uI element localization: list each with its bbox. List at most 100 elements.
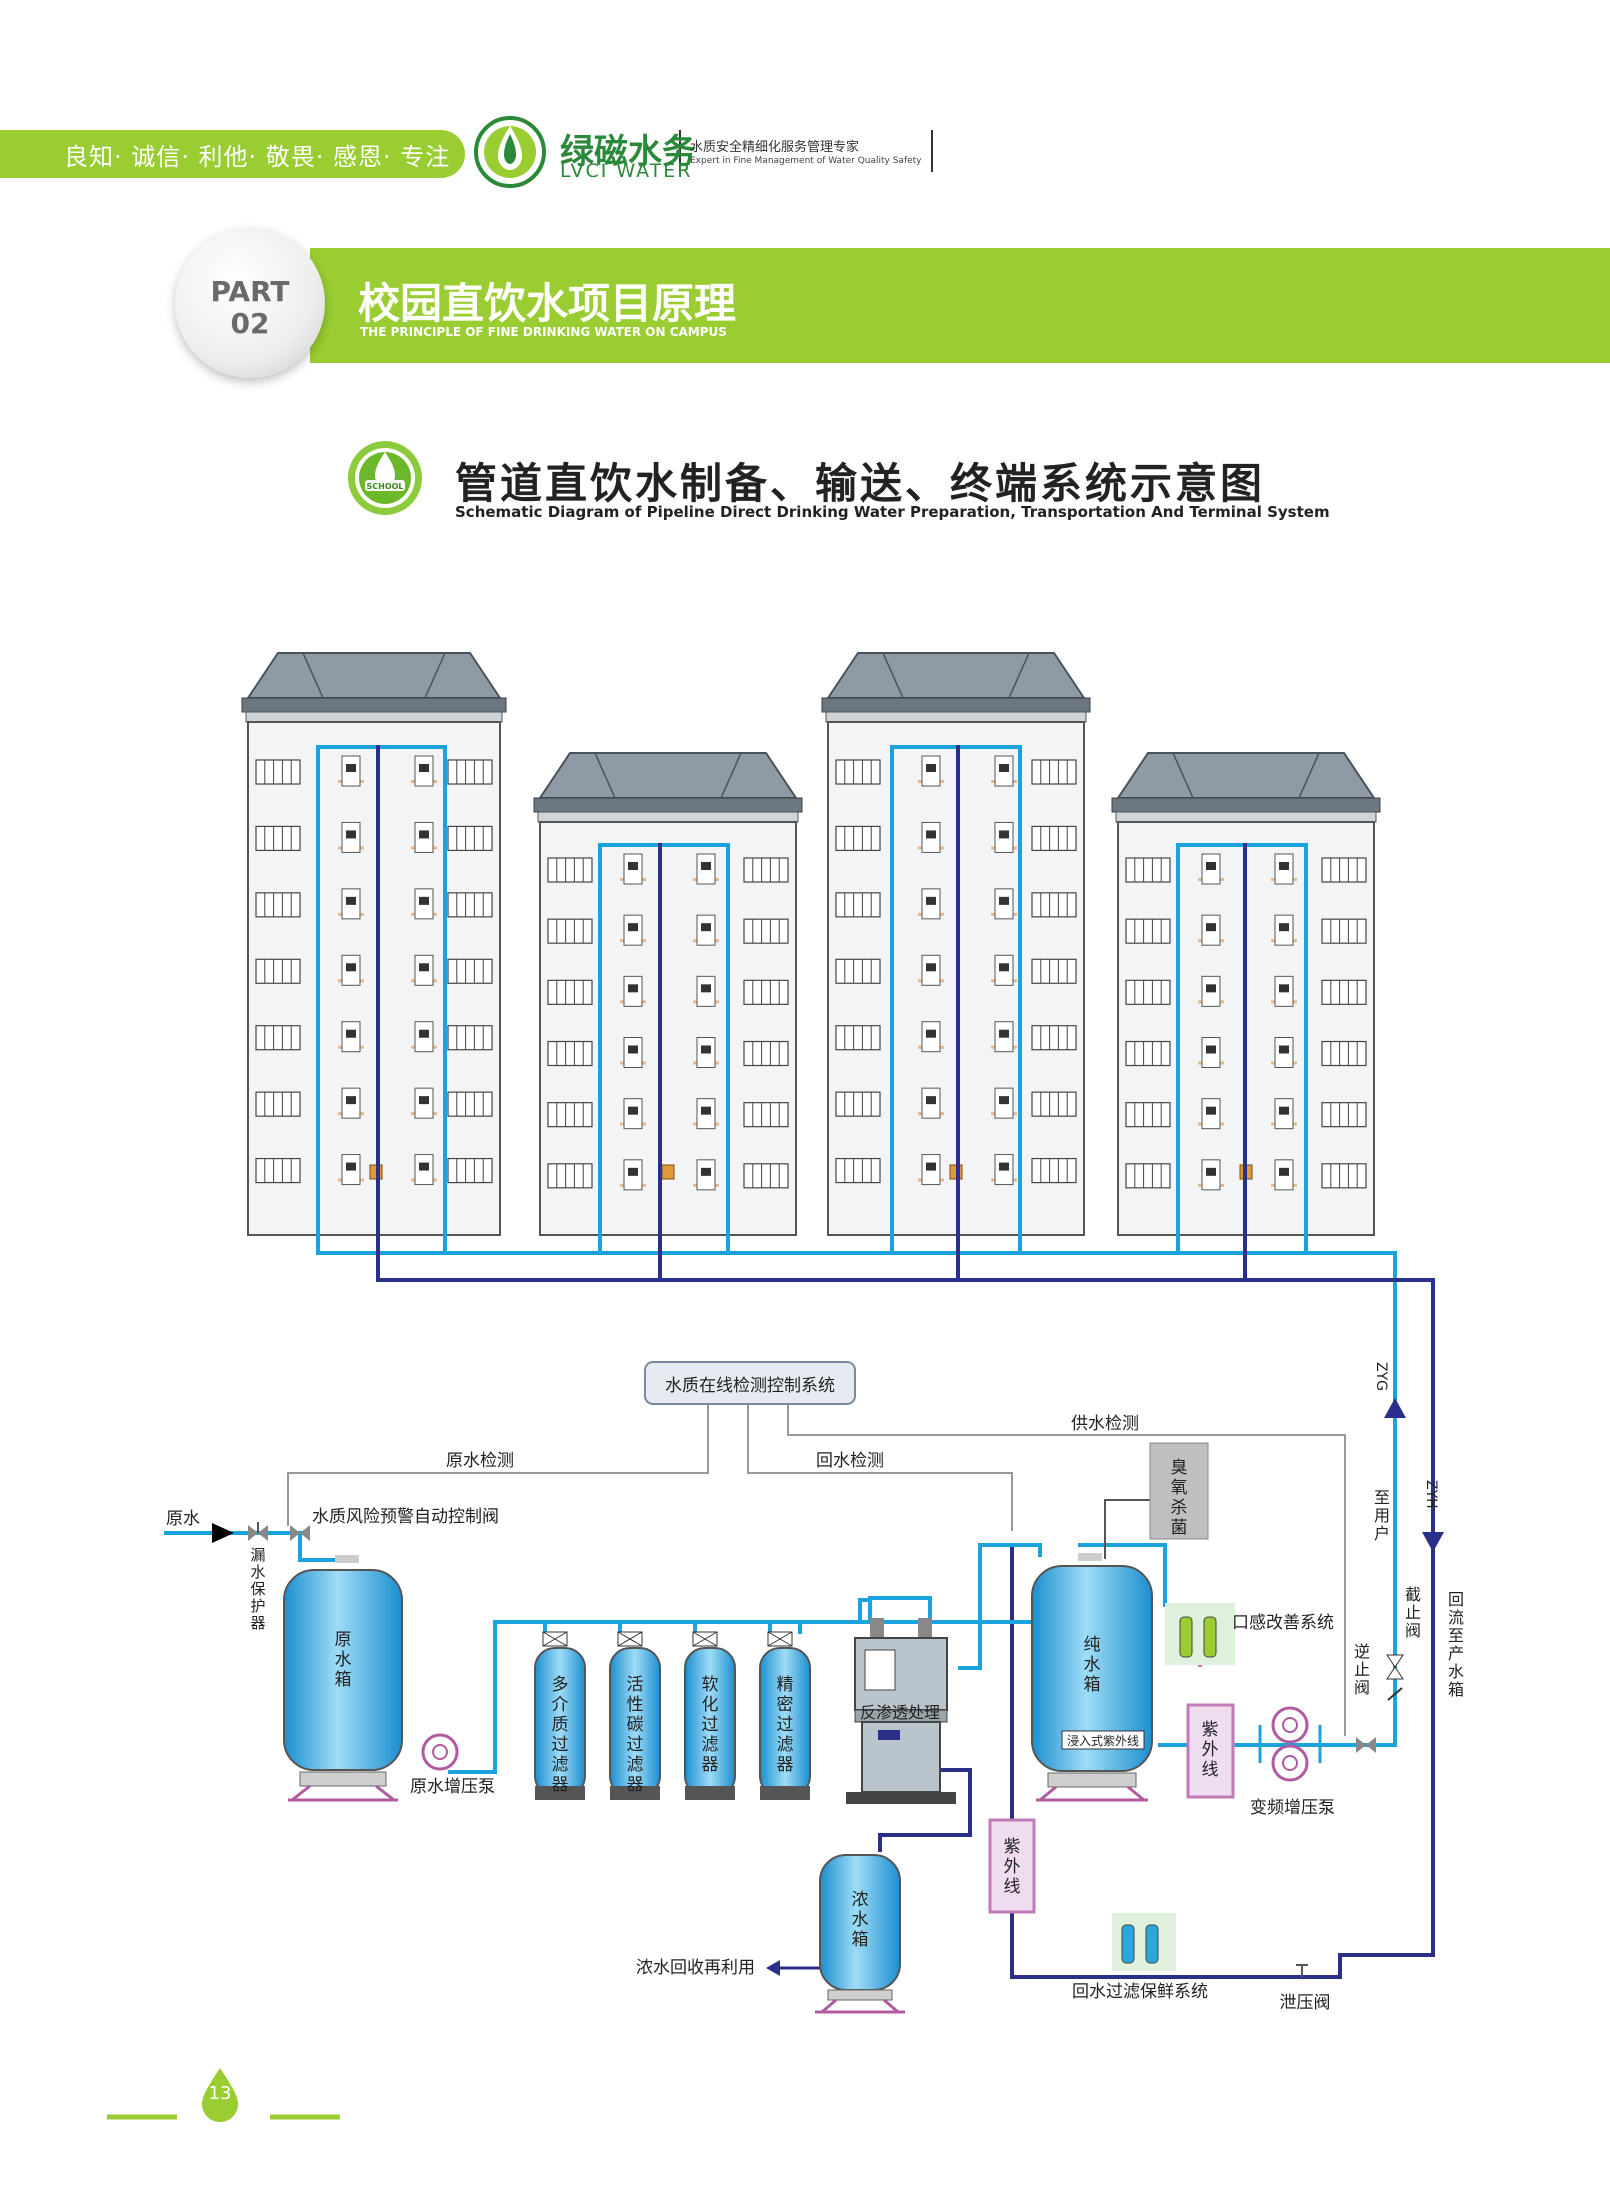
- raw-water-monitor-label: 原水检测: [446, 1451, 514, 1471]
- brand-tagline-en: Expert in Fine Management of Water Quali…: [690, 156, 922, 166]
- page-number: 13: [208, 2083, 232, 2104]
- check-valve-label-char: 逆: [1354, 1642, 1370, 1661]
- filter-label-char: 器: [777, 1755, 794, 1775]
- leak-protector-label-char: 漏: [250, 1546, 265, 1564]
- water-dispenser-icon: [693, 914, 719, 946]
- arrow-icon: [1384, 1398, 1406, 1418]
- water-dispenser-icon: [918, 755, 944, 787]
- to-users-label-char: 用: [1374, 1506, 1390, 1525]
- filter-label-char: 过: [627, 1735, 644, 1755]
- filter-label-char: 过: [702, 1715, 719, 1735]
- immersion-uv-label: 浸入式紫外线: [1067, 1734, 1139, 1748]
- water-dispenser-icon: [411, 755, 437, 787]
- leak-protector-label-char: 保: [250, 1580, 265, 1598]
- ozone-label-char: 杀: [1171, 1498, 1188, 1518]
- concentrate-tank: [815, 1854, 905, 2014]
- water-dispenser-icon: [693, 853, 719, 885]
- ozone-label-char: 氧: [1171, 1478, 1188, 1498]
- water-drop-logo-icon: [474, 116, 546, 188]
- water-dispenser-icon: [338, 755, 364, 787]
- water-dispenser-icon: [693, 1159, 719, 1191]
- water-dispenser-icon: [411, 1021, 437, 1053]
- supply-pipe: [316, 1251, 1397, 1712]
- uv-label-supply-char: 紫: [1202, 1720, 1219, 1740]
- ozone-label-char: 臭: [1171, 1458, 1188, 1478]
- arrow-icon: [212, 1523, 234, 1543]
- water-dispenser-icon: [918, 1021, 944, 1053]
- water-dispenser-icon: [991, 821, 1017, 853]
- uv-label-supply-char: 外: [1202, 1740, 1219, 1760]
- water-dispenser-icon: [918, 1154, 944, 1186]
- return-tank-label-char: 流: [1448, 1608, 1464, 1627]
- uv-box-supply: [1186, 1703, 1235, 1799]
- water-dispenser-icon: [1198, 914, 1224, 946]
- water-dispenser-icon: [620, 1037, 646, 1068]
- diagram-title: 管道直饮水制备、输送、终端系统示意图: [455, 459, 1266, 508]
- diagram-subtitle: Schematic Diagram of Pipeline Direct Dri…: [455, 503, 1330, 521]
- vf-pump-label: 变频增压泵: [1250, 1798, 1335, 1818]
- return-filter-label: 回水过滤保鲜系统: [1072, 1982, 1208, 2002]
- part-number: 02: [230, 307, 270, 340]
- uv-label-supply-char: 线: [1202, 1760, 1219, 1780]
- brand-tagline: 水质安全精细化服务管理专家: [690, 140, 860, 155]
- raw-tank-label: 原水箱: [335, 1630, 352, 1690]
- water-dispenser-icon: [411, 1087, 437, 1119]
- water-drop-icon: [202, 2068, 238, 2122]
- pure-tank-label: 纯水箱: [1084, 1635, 1101, 1695]
- return-filter-system: [1112, 1913, 1176, 1971]
- water-dispenser-icon: [1271, 1037, 1297, 1068]
- valve-icon: [248, 1522, 268, 1541]
- stop-valve-label-char: 止: [1405, 1603, 1421, 1622]
- filter-label-char: 精: [777, 1675, 794, 1695]
- water-dispenser-icon: [338, 821, 364, 853]
- raw-tank: [283, 1555, 403, 1802]
- building-layer: [241, 652, 1381, 1236]
- valve-icon: [1386, 1654, 1404, 1701]
- leak-protector-label-char: 水: [250, 1563, 265, 1581]
- raw-tank-label-char: 原: [335, 1630, 352, 1650]
- return-tank-label-char: 产: [1448, 1644, 1464, 1663]
- pure-tank: [1031, 1553, 1153, 1802]
- taste-system: [1165, 1603, 1235, 1665]
- check-valve-label-char: 阀: [1354, 1678, 1370, 1697]
- zyg-label: ZYG: [1373, 1362, 1389, 1391]
- water-dispenser-icon: [411, 1154, 437, 1186]
- section-band: [310, 248, 1610, 363]
- to-users-label-char: 至: [1374, 1488, 1390, 1507]
- relief-valve-label: 泄压阀: [1280, 1993, 1331, 2013]
- leak-protector-label-char: 护: [250, 1597, 265, 1615]
- water-dispenser-icon: [620, 914, 646, 946]
- water-dispenser-icon: [1271, 853, 1297, 885]
- water-dispenser-icon: [991, 888, 1017, 920]
- part-text: PART: [210, 275, 290, 308]
- uv-box-return: [988, 1818, 1036, 1914]
- brand-name-en: LVCI WATER: [560, 160, 693, 182]
- to-users-label: 至用户: [1374, 1488, 1390, 1543]
- stop-valve-label: 截止阀: [1405, 1585, 1421, 1640]
- water-dispenser-icon: [620, 1159, 646, 1191]
- concentrate-reuse-label: 浓水回收再利用: [636, 1958, 755, 1978]
- supply-pipe-b2: [598, 843, 730, 1255]
- filter-label-char: 器: [627, 1775, 644, 1795]
- filter-label-char: 性: [627, 1695, 644, 1715]
- filter-label-char: 滤: [777, 1735, 794, 1755]
- water-dispenser-icon: [1198, 853, 1224, 885]
- water-dispenser-icon: [1271, 1098, 1297, 1130]
- return-tank-label-char: 回: [1448, 1590, 1464, 1609]
- leak-protector-label-char: 器: [250, 1614, 265, 1632]
- concentrate-tank-label-char: 水: [852, 1910, 869, 1930]
- filter-label-char: 过: [777, 1715, 794, 1735]
- water-dispenser-icon: [1198, 1098, 1224, 1130]
- return-pipe: [376, 1213, 1435, 1979]
- water-dispenser-icon: [991, 1154, 1017, 1186]
- ozone-label-char: 菌: [1171, 1518, 1188, 1538]
